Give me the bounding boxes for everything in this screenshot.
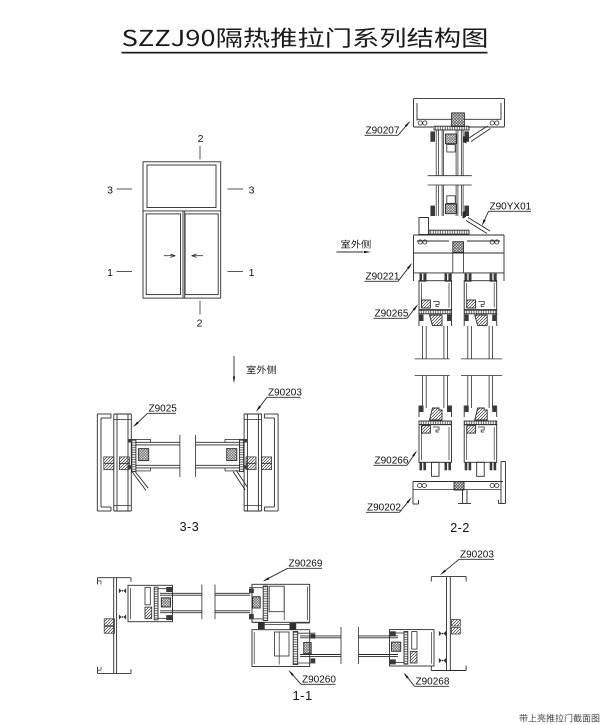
svg-text:Z90268: Z90268 <box>416 677 450 688</box>
svg-text:Z90269: Z90269 <box>289 559 323 570</box>
svg-text:2: 2 <box>198 133 204 145</box>
svg-text:3-3: 3-3 <box>180 520 200 534</box>
svg-text:2-2: 2-2 <box>450 521 470 535</box>
svg-text:3: 3 <box>249 184 255 196</box>
svg-text:Z90203: Z90203 <box>460 550 494 561</box>
svg-text:Z90266: Z90266 <box>375 456 409 467</box>
svg-text:Z90260: Z90260 <box>302 675 336 686</box>
svg-text:Z90265: Z90265 <box>375 309 409 320</box>
svg-text:Z9025: Z9025 <box>149 404 178 415</box>
svg-text:Z90YX01: Z90YX01 <box>490 202 532 213</box>
svg-text:Z90207: Z90207 <box>366 126 400 137</box>
svg-text:2: 2 <box>197 318 203 330</box>
svg-text:Z90221: Z90221 <box>366 272 400 283</box>
svg-text:3: 3 <box>107 184 113 196</box>
svg-text:Z90202: Z90202 <box>367 503 401 514</box>
svg-text:1: 1 <box>107 267 113 279</box>
svg-text:1: 1 <box>249 267 255 279</box>
svg-text:Z90203: Z90203 <box>268 388 302 399</box>
svg-text:1-1: 1-1 <box>292 688 312 703</box>
